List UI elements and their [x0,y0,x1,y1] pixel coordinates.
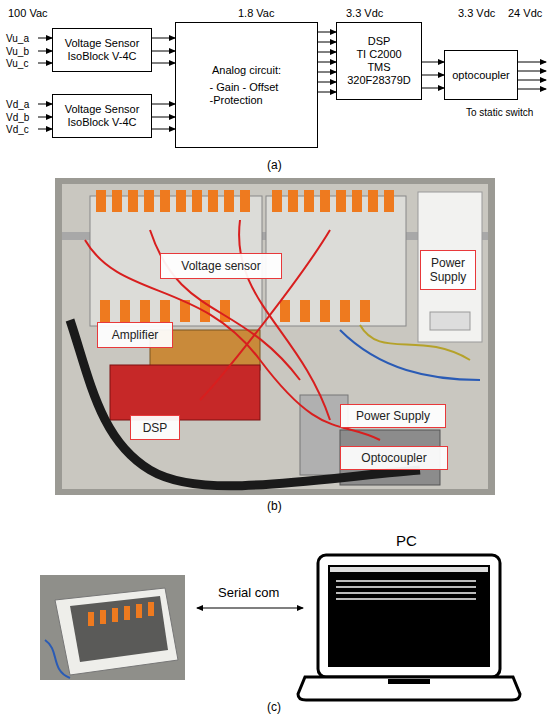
node-text: DSP [368,35,391,48]
signal-arrow [152,104,175,105]
signal-arrow [152,38,175,39]
voltage-label: 1.8 Vac [238,6,275,20]
signal-name: Vu_a [6,32,29,45]
node-text: Voltage sensor [181,259,260,273]
node-text: Amplifier [112,328,159,342]
node-text: Voltage Sensor IsoBlock V-4C [57,103,147,129]
signal-arrow [318,92,336,93]
signal-arrow [318,52,336,53]
signal-arrow [152,51,175,52]
cabinet-photo [55,178,495,495]
photo-callout: Power Supply [420,250,476,290]
enclosure-photo [40,575,185,680]
voltage-label: 3.3 Vdc [346,6,383,20]
serial-link-arrow [197,607,303,608]
signal-name: Vu_c [6,57,28,70]
photo-callout: Optocoupler [340,446,448,470]
voltage-label: 24 Vdc [508,6,542,20]
node-text: Power Supply [423,256,473,284]
output-label: To static switch [466,106,533,119]
optocoupler-box: optocoupler [444,50,518,100]
node-text: Voltage Sensor IsoBlock V-4C [57,37,147,63]
voltage-label: 3.3 Vdc [458,6,495,20]
panel-label: (c) [267,700,281,715]
analog-circuit-box: Analog circuit: - Gain - Offset -Protecti… [175,22,318,148]
signal-arrow [422,62,444,63]
signal-arrow [422,75,444,76]
signal-arrow [318,62,336,63]
voltage-label: 100 Vac [8,6,48,20]
output-arrows [518,62,546,89]
input-arrows [38,38,52,129]
panel-label: (b) [267,499,282,514]
node-text: DSP [143,421,168,435]
photo-callout: Amplifier [97,322,173,348]
signal-name: Vd_c [6,123,29,136]
sensor-box: Voltage Sensor IsoBlock V-4C [52,28,152,72]
photo-callout: Power Supply [340,404,446,428]
panel-label: (a) [267,158,282,173]
signal-name: Vd_b [6,111,29,124]
signal-arrow [152,117,175,118]
signal-arrow [422,88,444,89]
signal-arrow [318,32,336,33]
link-label: Serial com [218,585,279,601]
signal-arrow [152,63,175,64]
signal-arrow [318,82,336,83]
laptop-icon [298,555,520,700]
node-text: optocoupler [452,69,510,82]
node-text: TI C2000 [356,48,401,61]
node-text: Power Supply [356,409,430,423]
dsp-box: DSPTI C2000TMS 320F28379D [336,22,422,100]
signal-arrow [152,129,175,130]
photo-callout: DSP [130,415,180,440]
node-text: TMS 320F28379D [341,61,417,87]
node-text: Analog circuit: [212,64,281,77]
device-label: PC [396,532,417,550]
node-text: Optocoupler [361,451,426,465]
sensor-box: Voltage Sensor IsoBlock V-4C [52,94,152,138]
node-text: - Gain - Offset -Protection [210,81,284,107]
signal-name: Vu_b [6,45,29,58]
signal-arrow [318,42,336,43]
signal-arrow [318,72,336,73]
photo-callout: Voltage sensor [160,253,282,279]
signal-name: Vd_a [6,98,29,111]
